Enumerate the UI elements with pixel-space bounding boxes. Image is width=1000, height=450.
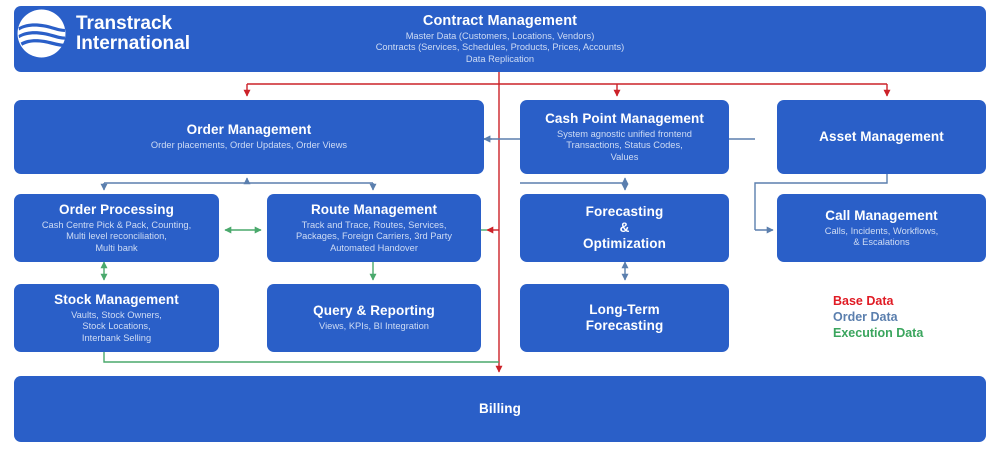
route-management-title: Route Management [310, 201, 438, 217]
call-management-subtitle: Calls, Incidents, Workflows, & Escalatio… [824, 225, 939, 247]
box-query-reporting[interactable]: Query & Reporting Views, KPIs, BI Integr… [267, 284, 481, 352]
box-asset-management[interactable]: Asset Management [777, 100, 986, 174]
cash-point-title: Cash Point Management [545, 110, 704, 126]
box-call-management[interactable]: Call Management Calls, Incidents, Workfl… [777, 194, 986, 262]
asset-management-title: Asset Management [819, 129, 944, 144]
route-management-subtitle: Track and Trace, Routes, Services, Packa… [295, 219, 453, 253]
box-cash-point-management[interactable]: Cash Point Management System agnostic un… [520, 100, 729, 174]
forecasting-title: Forecasting & Optimization [583, 204, 666, 251]
stock-management-title: Stock Management [54, 291, 179, 307]
cash-point-subtitle: System agnostic unified frontend Transac… [557, 128, 692, 162]
billing-title: Billing [479, 401, 521, 416]
header-title: Contract Management [422, 12, 578, 29]
brand-line-1: Transtrack [76, 12, 173, 34]
box-route-management[interactable]: Route Management Track and Trace, Routes… [267, 194, 481, 262]
legend: Base Data Order Data Execution Data [833, 293, 993, 341]
brand-line-2: International [76, 32, 191, 54]
query-reporting-subtitle: Views, KPIs, BI Integration [319, 321, 429, 332]
header-subtitle: Master Data (Customers, Locations, Vendo… [375, 30, 625, 64]
legend-item-base-data: Base Data [833, 294, 894, 308]
stock-management-subtitle: Vaults, Stock Owners, Stock Locations, I… [71, 309, 162, 343]
contract-management-header: Contract Management Master Data (Custome… [14, 6, 986, 72]
box-stock-management[interactable]: Stock Management Vaults, Stock Owners, S… [14, 284, 219, 352]
order-processing-title: Order Processing [59, 201, 174, 217]
box-order-management[interactable]: Order Management Order placements, Order… [14, 100, 484, 174]
call-management-title: Call Management [825, 207, 938, 223]
box-billing[interactable]: Billing [14, 376, 986, 442]
wire-base-data [243, 72, 891, 373]
query-reporting-title: Query & Reporting [313, 303, 435, 319]
box-order-processing[interactable]: Order Processing Cash Centre Pick & Pack… [14, 194, 219, 262]
long-term-forecasting-title: Long-Term Forecasting [585, 302, 664, 333]
order-processing-subtitle: Cash Centre Pick & Pack, Counting, Multi… [41, 219, 192, 253]
wave-circle-logo-icon [17, 9, 66, 58]
order-management-title: Order Management [186, 122, 312, 138]
wire-execution-data [100, 226, 499, 363]
box-forecasting-optimization[interactable]: Forecasting & Optimization [520, 194, 729, 262]
legend-item-execution-data: Execution Data [833, 326, 924, 340]
legend-item-order-data: Order Data [833, 310, 898, 324]
order-management-subtitle: Order placements, Order Updates, Order V… [150, 140, 348, 151]
box-long-term-forecasting[interactable]: Long-Term Forecasting [520, 284, 729, 352]
